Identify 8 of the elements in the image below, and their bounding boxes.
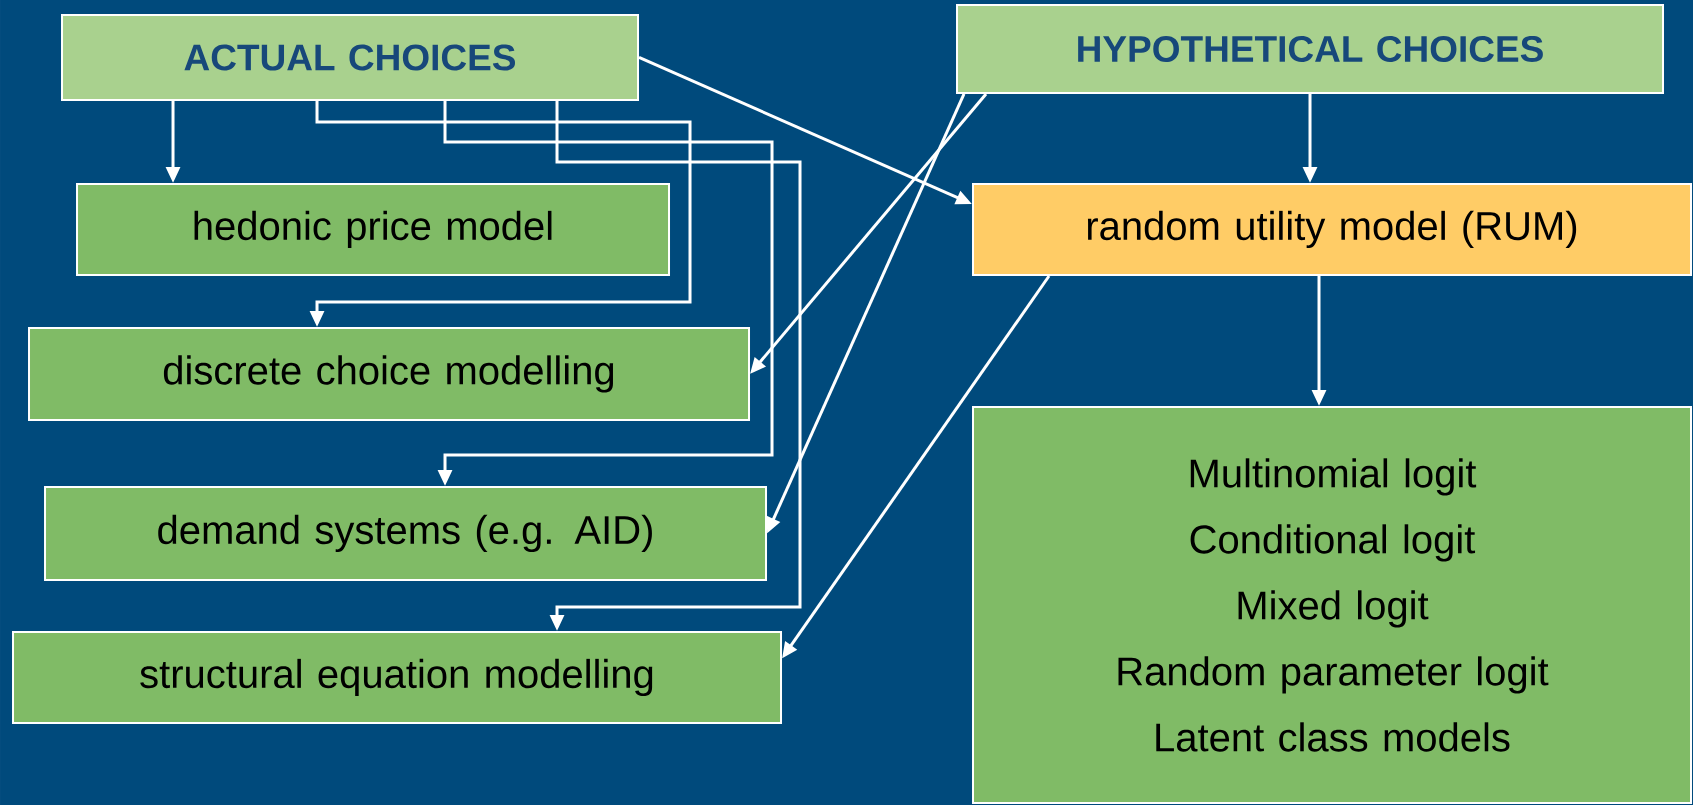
list-box: Multinomial logit Conditional logit Mixed logit Random parameter logit Latent class models xyxy=(972,406,1692,804)
model-box: discrete choice modelling xyxy=(28,327,750,421)
heading-box: HYPOTHETICAL CHOICES xyxy=(956,4,1664,94)
model-box: hedonic price model xyxy=(76,183,670,276)
model-box: demand systems (e.g. AID) xyxy=(44,486,767,581)
model-box: random utility model (RUM) xyxy=(972,183,1692,276)
heading-box: ACTUAL CHOICES xyxy=(61,14,639,101)
model-box: structural equation modelling xyxy=(12,631,782,724)
